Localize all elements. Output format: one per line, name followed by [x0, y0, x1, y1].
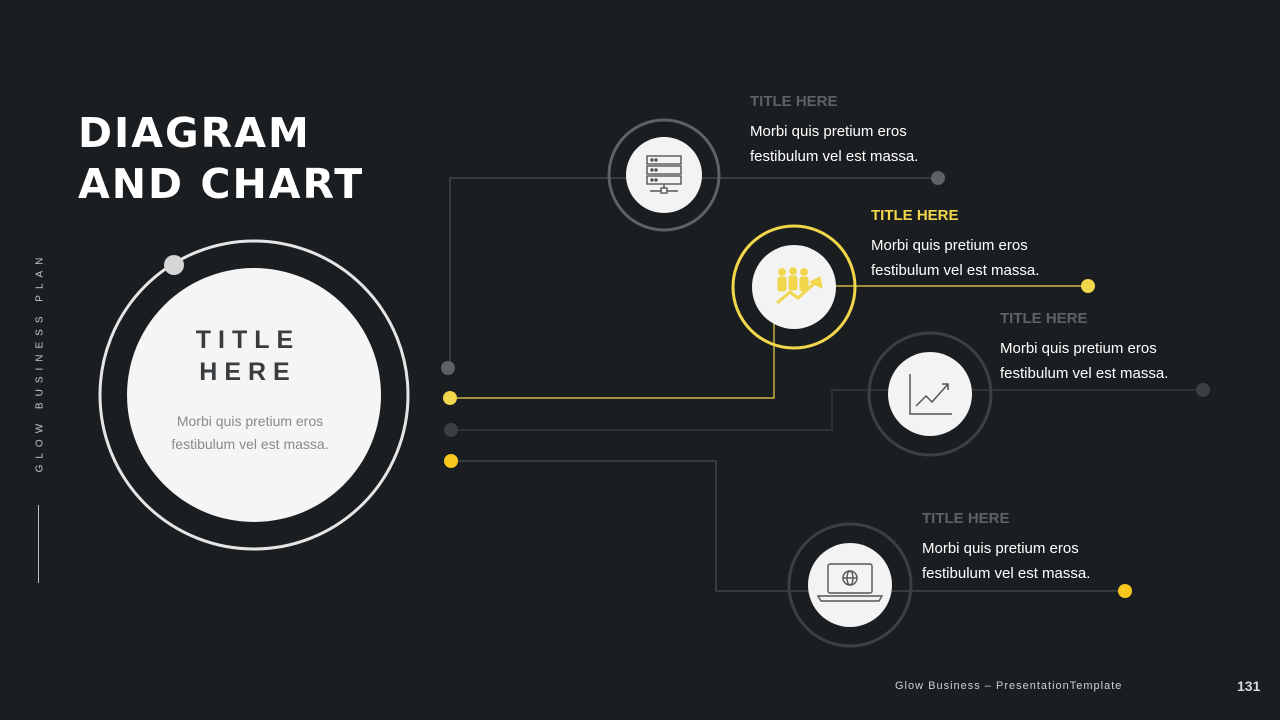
item-2-title: TITLE HERE	[871, 207, 959, 224]
laptop-globe-icon	[816, 563, 884, 602]
node-3-disc	[888, 352, 972, 436]
line-chart-icon	[909, 374, 952, 415]
center-title-line-2: HERE	[199, 358, 297, 386]
side-label: GLOW BUSINESS PLAN	[34, 251, 46, 473]
item-3-title: TITLE HERE	[1000, 310, 1088, 327]
page-number: 131	[1237, 678, 1261, 694]
item-2-body: Morbi quis pretium eros festibulum vel e…	[871, 237, 1040, 279]
item-2: TITLE HERE Morbi quis pretium eros festi…	[871, 206, 1086, 283]
item-1-body: Morbi quis pretium eros festibulum vel e…	[750, 123, 919, 165]
side-rule	[38, 505, 39, 583]
center-title: TITLE HERE	[130, 324, 366, 388]
page-title-line-2: AND CHART	[78, 160, 365, 208]
item-3-body: Morbi quis pretium eros festibulum vel e…	[1000, 340, 1169, 382]
center-disc	[127, 268, 381, 522]
node-2-ring	[731, 224, 857, 350]
start-dot-4	[444, 454, 458, 468]
start-dot-2	[443, 391, 457, 405]
end-dot-1	[931, 171, 945, 185]
start-dot-1	[441, 361, 455, 375]
node-4-ring	[787, 522, 913, 648]
item-4: TITLE HERE Morbi quis pretium eros festi…	[922, 509, 1137, 586]
item-1-title: TITLE HERE	[750, 93, 838, 110]
node-1-ring	[607, 118, 721, 232]
center-body: Morbi quis pretium eros festibulum vel e…	[171, 413, 329, 452]
item-3: TITLE HERE Morbi quis pretium eros festi…	[1000, 309, 1215, 386]
page-title: DIAGRAM AND CHART	[78, 108, 364, 210]
center-title-line-1: TITLE	[195, 326, 301, 354]
end-dot-3	[1196, 383, 1210, 397]
team-growth-icon	[776, 267, 823, 305]
connector-line-4	[451, 460, 1125, 592]
item-4-title: TITLE HERE	[922, 510, 1010, 527]
node-1-disc	[626, 137, 702, 213]
server-icon	[646, 155, 682, 194]
footer-text: Glow Business – PresentationTemplate	[895, 680, 1123, 692]
connector-line-3	[451, 389, 1203, 431]
connector-line-1	[449, 177, 938, 368]
center-outer-ring	[98, 239, 410, 551]
center-ring-dot	[164, 255, 184, 275]
start-dot-3	[444, 423, 458, 437]
connector-line-2	[451, 285, 1088, 399]
end-dot-2	[1081, 279, 1095, 293]
item-4-body: Morbi quis pretium eros festibulum vel e…	[922, 540, 1091, 582]
page-title-line-1: DIAGRAM	[78, 109, 311, 157]
item-1: TITLE HERE Morbi quis pretium eros festi…	[750, 92, 965, 169]
end-dot-4	[1118, 584, 1132, 598]
node-3-ring	[867, 331, 993, 457]
